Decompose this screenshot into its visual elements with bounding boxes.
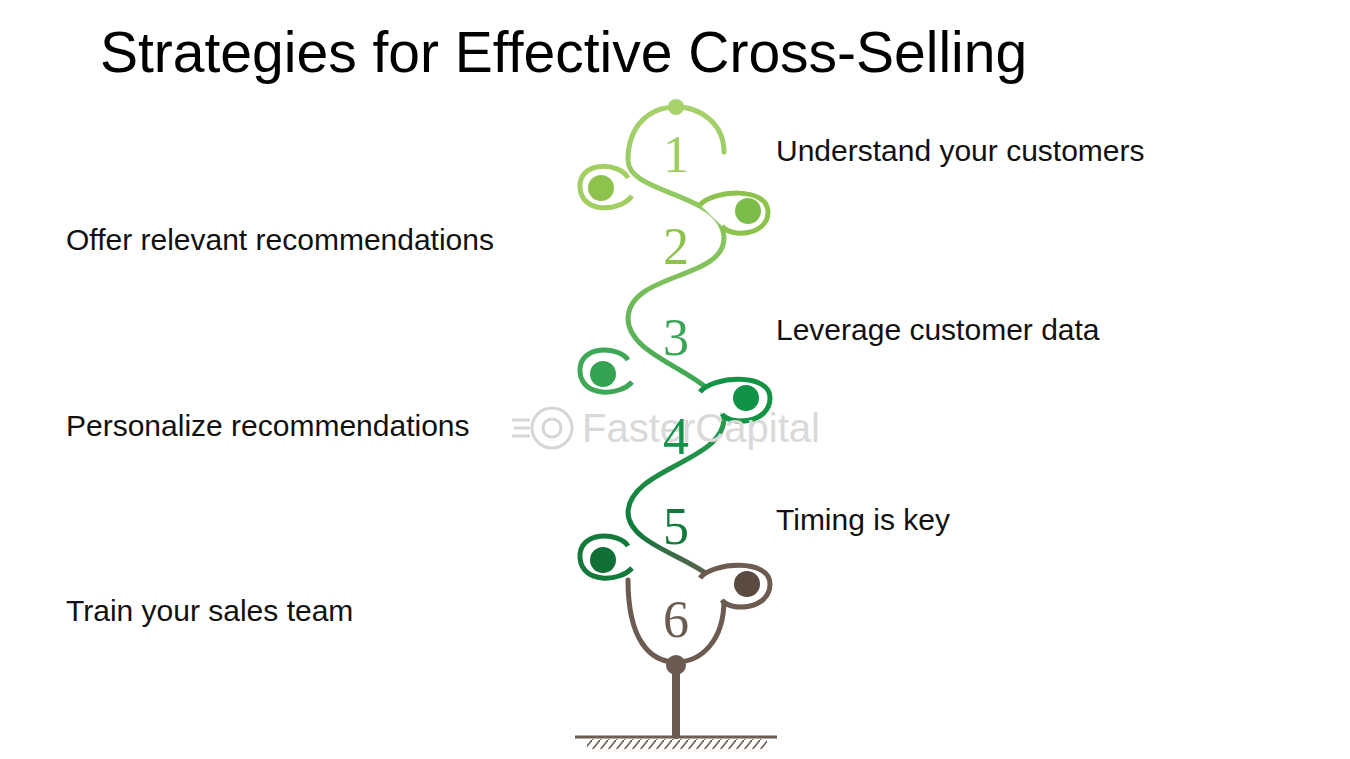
ground-hatch <box>587 739 767 749</box>
watermark: FasterCapital <box>582 406 820 450</box>
strategy-label: Timing is key <box>776 502 950 538</box>
strategy-label: Personalize recommendations <box>66 408 470 444</box>
watermark-gear <box>512 408 572 448</box>
step-number: 1 <box>663 127 689 183</box>
step-number: 2 <box>663 219 689 275</box>
step-number: 5 <box>663 499 689 555</box>
strategy-label: Understand your customers <box>776 133 1145 169</box>
strategy-label: Offer relevant recommendations <box>66 222 494 258</box>
step-number: 6 <box>663 592 689 648</box>
diagram-title: Strategies for Effective Cross-Selling <box>100 16 1027 88</box>
vine-bud <box>668 99 684 115</box>
step-number: 3 <box>663 310 689 366</box>
leaves <box>580 166 770 607</box>
strategy-label: Train your sales team <box>66 593 353 629</box>
step-number: 4 <box>663 409 689 465</box>
ground-line <box>575 736 777 739</box>
strategy-label: Leverage customer data <box>776 312 1100 348</box>
stem-knot <box>666 655 686 675</box>
